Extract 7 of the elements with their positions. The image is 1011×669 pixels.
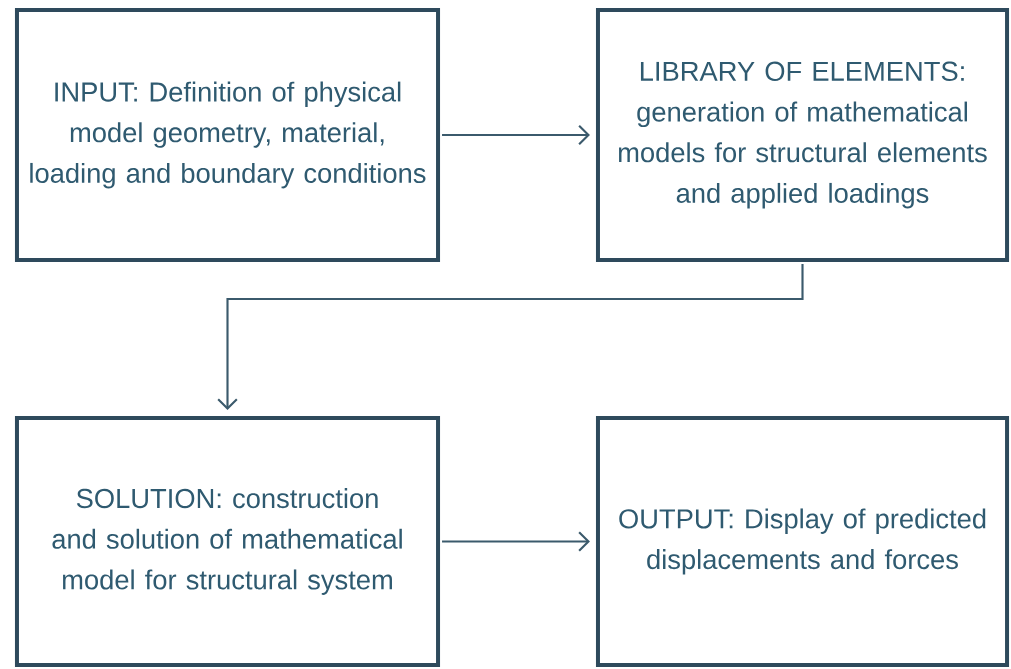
process-box: LIBRARY OF ELEMENTS: generation of mathematical models for structural elements and applied loadings: [595, 8, 1010, 262]
process-box: SOLUTION: construction and solution of mathematical model for structural system: [14, 416, 441, 667]
process-box: INPUT: Definition of physical model geometry, material, loading and boundary conditions: [14, 8, 441, 262]
process-box: OUTPUT: Display of predicted displacements and forces: [595, 416, 1010, 667]
arrow: [442, 531, 590, 552]
arrow: [217, 264, 804, 411]
arrow: [442, 124, 590, 146]
